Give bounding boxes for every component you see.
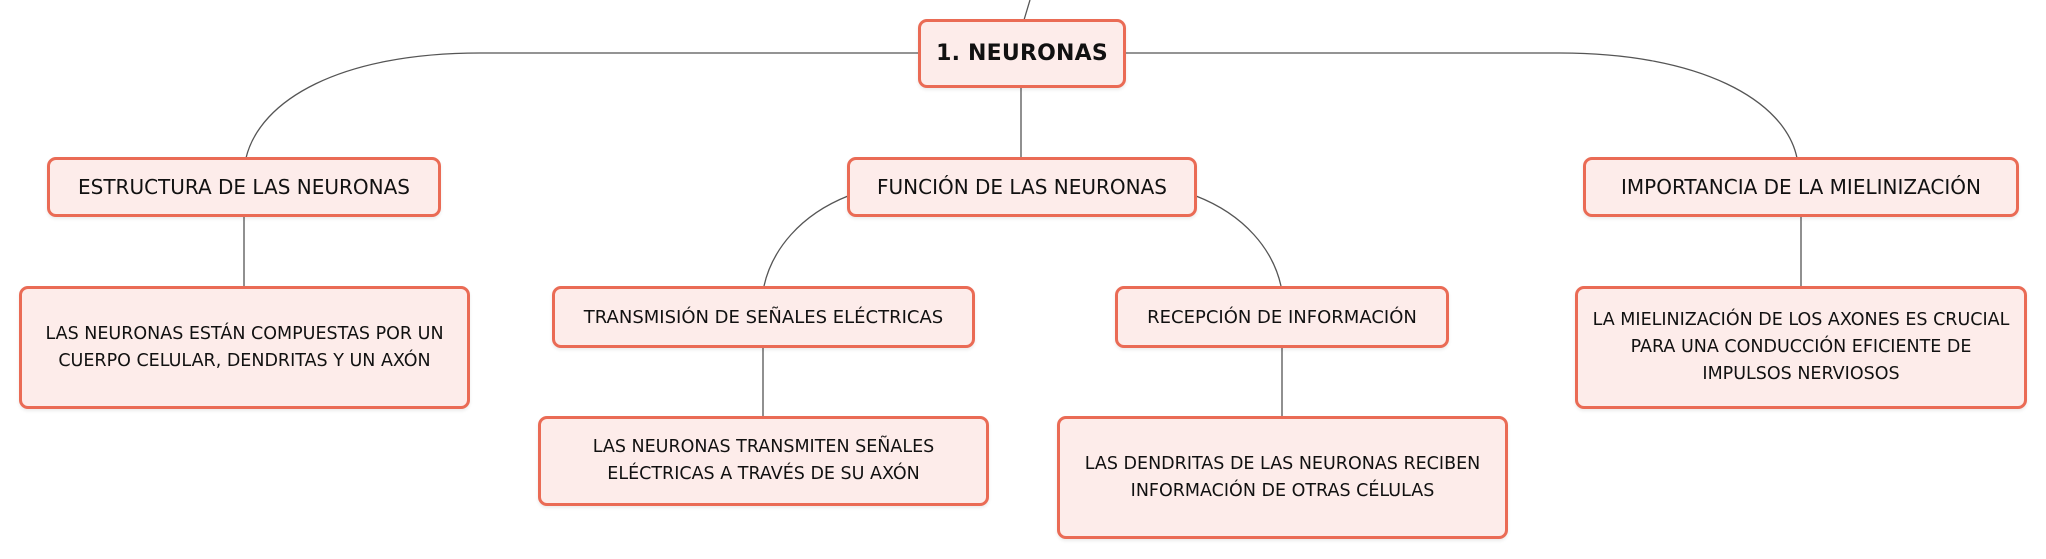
connector-funcion-to-recepcion xyxy=(1195,195,1282,287)
detail-node-transmision[interactable]: LAS NEURONAS TRANSMITEN SEÑALES ELÉCTRIC… xyxy=(538,416,989,506)
detail-node-text: LAS NEURONAS TRANSMITEN SEÑALES ELÉCTRIC… xyxy=(592,437,935,484)
topic-node-mielinizacion[interactable]: IMPORTANCIA DE LA MIELINIZACIÓN xyxy=(1583,157,2019,217)
connector-funcion-to-transmision xyxy=(763,195,849,287)
detail-node-estructura[interactable]: LAS NEURONAS ESTÁN COMPUESTAS POR UN CUE… xyxy=(19,286,470,409)
detail-node-text: LAS DENDRITAS DE LAS NEURONAS RECIBEN IN… xyxy=(1084,453,1481,501)
detail-node-recepcion[interactable]: LAS DENDRITAS DE LAS NEURONAS RECIBEN IN… xyxy=(1057,416,1508,539)
connector-root-to-mielinizacion xyxy=(1126,52,1798,159)
detail-node-text: LAS NEURONAS ESTÁN COMPUESTAS POR UN CUE… xyxy=(45,323,444,371)
root-node-label: 1. NEURONAS xyxy=(936,41,1108,66)
subtopic-node-label: TRANSMISIÓN DE SEÑALES ELÉCTRICAS xyxy=(583,306,944,328)
connector-parent-to-root xyxy=(1023,0,1031,21)
detail-node-text: LA MIELINIZACIÓN DE LOS AXONES ES CRUCIA… xyxy=(1592,310,2010,384)
topic-node-label: IMPORTANCIA DE LA MIELINIZACIÓN xyxy=(1621,175,1981,199)
subtopic-node-recepcion[interactable]: RECEPCIÓN DE INFORMACIÓN xyxy=(1115,286,1449,348)
subtopic-node-label: RECEPCIÓN DE INFORMACIÓN xyxy=(1147,306,1417,328)
subtopic-node-transmision[interactable]: TRANSMISIÓN DE SEÑALES ELÉCTRICAS xyxy=(552,286,975,348)
connector-root-to-estructura xyxy=(245,52,918,159)
topic-node-estructura[interactable]: ESTRUCTURA DE LAS NEURONAS xyxy=(47,157,441,217)
detail-node-mielinizacion[interactable]: LA MIELINIZACIÓN DE LOS AXONES ES CRUCIA… xyxy=(1575,286,2027,409)
root-node[interactable]: 1. NEURONAS xyxy=(918,19,1126,88)
topic-node-funcion[interactable]: FUNCIÓN DE LAS NEURONAS xyxy=(847,157,1197,217)
topic-node-label: FUNCIÓN DE LAS NEURONAS xyxy=(877,175,1167,199)
topic-node-label: ESTRUCTURA DE LAS NEURONAS xyxy=(78,175,410,199)
